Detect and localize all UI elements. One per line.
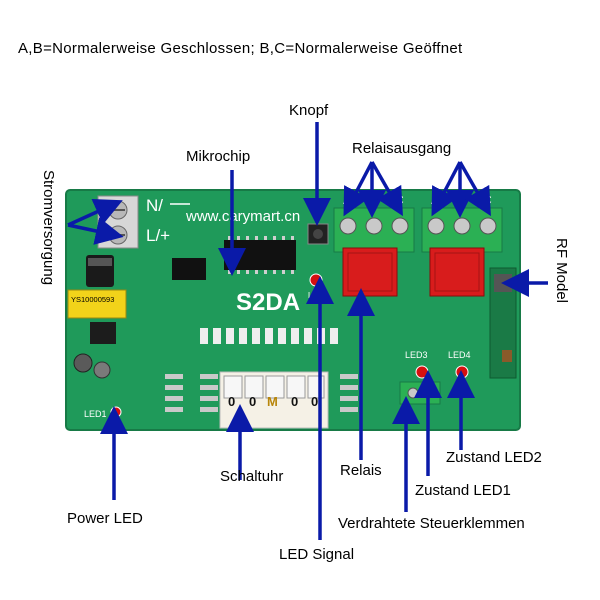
terminal-a2: A xyxy=(431,193,439,207)
terminal-l-label: L/+ xyxy=(146,226,170,245)
label-rf-model: RF Model xyxy=(553,238,570,304)
led1-label: LED1 xyxy=(84,409,107,419)
label-relais: Relais xyxy=(340,462,382,479)
led4-label: LED4 xyxy=(448,350,471,360)
power-led xyxy=(110,406,122,418)
relay-terminal-left xyxy=(333,207,415,253)
label-verdrahtete-steuerklemmen: Verdrahtete Steuerklemmen xyxy=(338,515,525,532)
terminal-a1: A xyxy=(343,193,351,207)
status-led-1 xyxy=(415,365,429,379)
power-terminal xyxy=(97,195,139,249)
timer-digit-5: 0 xyxy=(311,394,318,409)
capacitor-label: YS10000593 xyxy=(71,295,114,304)
label-knopf: Knopf xyxy=(289,102,329,119)
label-relaisausgang: Relaisausgang xyxy=(352,140,452,157)
microchip xyxy=(224,240,296,270)
website-label: www.carymart.cn xyxy=(185,208,300,225)
terminal-c2: C xyxy=(483,193,492,207)
relay-2 xyxy=(429,247,485,297)
timer-digit-3: M xyxy=(267,394,278,409)
relay-terminal-right xyxy=(421,207,503,253)
signal-led-row xyxy=(200,328,338,344)
terminal-n-label: N/ xyxy=(146,196,163,215)
timer-digit-1: 0 xyxy=(228,394,235,409)
model-label: S2DA xyxy=(236,289,300,316)
label-stromversorgung: Stromversorgung xyxy=(40,170,57,286)
callout-arrows xyxy=(67,122,548,540)
timer-digit-4: 0 xyxy=(291,394,298,409)
terminal-c1: C xyxy=(395,193,404,207)
led3-label: LED3 xyxy=(405,350,428,360)
signal-led xyxy=(309,273,323,287)
relay-1 xyxy=(342,247,398,297)
page-title: A,B=Normalerweise Geschlossen; B,C=Norma… xyxy=(18,40,463,57)
status-led-2 xyxy=(455,365,469,379)
label-power-led: Power LED xyxy=(67,510,143,527)
timer-digit-2: 0 xyxy=(249,394,256,409)
control-terminals xyxy=(399,381,441,405)
label-schaltuhr: Schaltuhr xyxy=(220,468,284,485)
label-zustand-led1: Zustand LED1 xyxy=(415,482,511,499)
label-zustand-led2: Zustand LED2 xyxy=(446,449,542,466)
label-led-signal: LED Signal xyxy=(279,546,355,563)
capacitor xyxy=(67,289,127,319)
label-mikrochip: Mikrochip xyxy=(186,148,251,165)
